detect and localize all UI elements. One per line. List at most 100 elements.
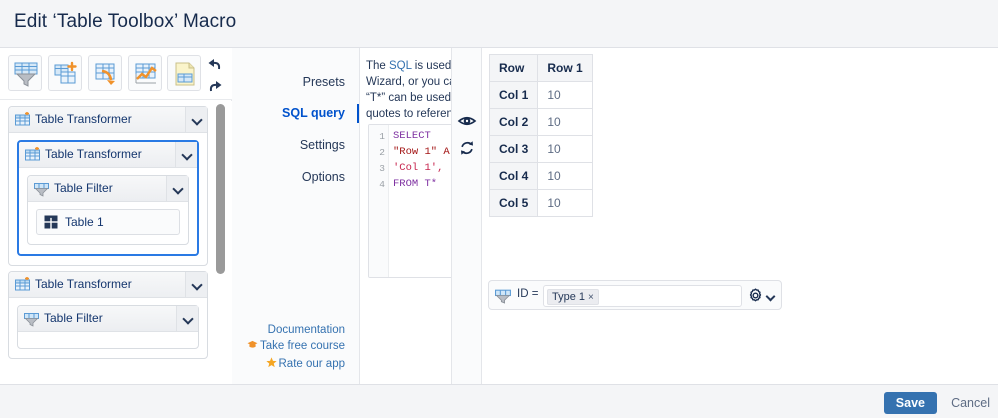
star-icon <box>265 357 277 368</box>
tree-node-children: Table Filter <box>9 298 207 358</box>
line-number: 2 <box>379 147 385 158</box>
chevron-down-icon[interactable] <box>166 176 188 201</box>
tree-node-label: Table Transformer <box>35 112 132 126</box>
preview-table: Row Row 1 Col 1 10 Col 2 10 Col 3 <box>488 54 593 217</box>
table-row: Col 1 10 <box>488 81 593 109</box>
sql-code-editor[interactable]: 1 2 3 4 SELECT "Row 1" A 'Col 1', FROM T… <box>368 124 451 278</box>
settings-nav-pane: Presets SQL query Settings Options Docum… <box>232 48 360 384</box>
table-merge-tool-button[interactable] <box>48 55 82 91</box>
tab-options[interactable]: Options <box>301 170 345 184</box>
row-header: Col 1 <box>488 81 539 109</box>
tab-presets[interactable]: Presets <box>302 75 345 89</box>
row-header: Col 4 <box>488 162 539 190</box>
tree-node-header[interactable]: Table Transformer <box>19 142 197 168</box>
tree-node-children: Table 1 <box>28 202 188 244</box>
table-page-icon <box>175 62 195 86</box>
cell-value: 10 <box>537 81 593 109</box>
tree-leaf-table-1[interactable]: Table 1 <box>36 209 180 235</box>
gear-icon[interactable] <box>748 288 763 303</box>
line-number: 1 <box>379 131 385 142</box>
dialog-footer: Save Cancel <box>0 384 998 418</box>
chart-from-table-tool-button[interactable] <box>128 55 162 91</box>
rate-our-app-link[interactable]: Rate our app <box>265 357 346 370</box>
tab-sql-query[interactable]: SQL query <box>282 106 345 120</box>
chevron-down-icon[interactable] <box>175 142 197 167</box>
chevron-down-icon[interactable] <box>176 306 198 331</box>
row-header: Col 3 <box>488 135 539 163</box>
tab-settings[interactable]: Settings <box>299 138 345 152</box>
tree-node-label: Table Filter <box>54 181 113 195</box>
table-row: Col 2 10 <box>488 108 593 136</box>
rate-our-app-label: Rate our app <box>278 358 346 370</box>
table-row: Col 4 10 <box>488 162 593 190</box>
table-row: Col 3 10 <box>488 135 593 163</box>
cell-value: 10 <box>537 108 593 136</box>
redo-arrow-icon <box>209 81 222 92</box>
close-icon[interactable]: × <box>588 292 594 303</box>
take-free-course-label: Take free course <box>259 340 345 352</box>
code-line: 'Col 1', <box>393 162 444 174</box>
sql-desc-part1: The <box>366 60 390 72</box>
code-line: SELECT <box>393 130 431 142</box>
preview-pane: Row Row 1 Col 1 10 Col 2 10 Col 3 <box>482 48 998 384</box>
table-row: Col 5 10 <box>488 189 593 217</box>
tree-node-label: Table Transformer <box>35 277 132 291</box>
code-line: FROM T* <box>393 178 438 190</box>
sql-description: The SQL is used t Wizard, or you ca “T*”… <box>366 58 452 122</box>
preview-button[interactable] <box>457 111 477 131</box>
table-transformer-icon <box>15 277 30 291</box>
cell-value: 10 <box>537 189 593 217</box>
dialog-body: Table Transformer <box>0 48 998 384</box>
filter-value-input[interactable]: Type 1× <box>543 285 742 307</box>
tree-scrollbar[interactable] <box>215 101 227 384</box>
documentation-link[interactable]: Documentation <box>267 324 345 336</box>
redo-button[interactable] <box>205 78 225 98</box>
line-number: 3 <box>379 163 385 174</box>
table-filter-tool-button[interactable] <box>8 55 42 91</box>
cell-value: 10 <box>537 135 593 163</box>
structure-pane: Table Transformer <box>0 48 232 384</box>
cancel-button[interactable]: Cancel <box>951 396 990 410</box>
macro-toolbar <box>0 48 232 100</box>
chevron-down-icon[interactable] <box>185 107 207 132</box>
line-number: 4 <box>379 179 385 190</box>
graduation-cap-icon <box>247 340 258 348</box>
sql-desc-line3: “T*” can be used <box>366 92 452 104</box>
table-transformer-icon <box>25 147 40 161</box>
tree-node-table-filter-second[interactable]: Table Filter <box>17 305 199 349</box>
page-title: Edit ‘Table Toolbox’ Macro <box>14 11 237 32</box>
tree-node-children: Table Filter <box>19 168 197 254</box>
dialog-header: Edit ‘Table Toolbox’ Macro <box>0 0 998 48</box>
table-excerpt-tool-button[interactable] <box>167 55 201 91</box>
row-header: Col 5 <box>488 189 539 217</box>
code-line: "Row 1" A <box>393 146 450 158</box>
funnel-table-icon <box>14 62 38 87</box>
tree-node-children: Table Transformer <box>9 133 207 265</box>
tree-node-header[interactable]: Table Transformer <box>9 107 207 133</box>
tree-node-header[interactable]: Table Transformer <box>9 272 207 298</box>
sql-query-pane: The SQL is used t Wizard, or you ca “T*”… <box>360 48 452 384</box>
refresh-button[interactable] <box>457 138 477 158</box>
table-transformer-tool-button[interactable] <box>88 55 122 91</box>
tree-node-table-filter[interactable]: Table Filter <box>27 175 189 245</box>
tree-leaf-label: Table 1 <box>65 215 104 229</box>
tree-node-header[interactable]: Table Filter <box>18 306 198 332</box>
filter-chip-label: Type 1 <box>552 291 586 303</box>
undo-button[interactable] <box>205 56 225 76</box>
save-button[interactable]: Save <box>883 392 937 414</box>
tree-node-table-transformer-selected[interactable]: Table Transformer <box>17 140 199 256</box>
chevron-down-icon[interactable] <box>185 272 207 297</box>
filter-chip[interactable]: Type 1× <box>547 289 599 305</box>
chevron-down-icon[interactable] <box>765 291 776 302</box>
tree-node-table-transformer-outer[interactable]: Table Transformer <box>8 106 208 266</box>
take-free-course-link[interactable]: Take free course <box>247 340 345 352</box>
tree-scrollbar-thumb[interactable] <box>216 104 225 274</box>
table-header-row: Row Row 1 <box>488 54 593 82</box>
tree-node-header[interactable]: Table Filter <box>28 176 188 202</box>
macro-tree[interactable]: Table Transformer <box>0 101 232 384</box>
column-header: Row 1 <box>537 54 593 82</box>
tree-node-label: Table Filter <box>44 311 103 325</box>
undo-arrow-icon <box>208 59 221 70</box>
tree-node-table-transformer-second[interactable]: Table Transformer <box>8 271 208 359</box>
